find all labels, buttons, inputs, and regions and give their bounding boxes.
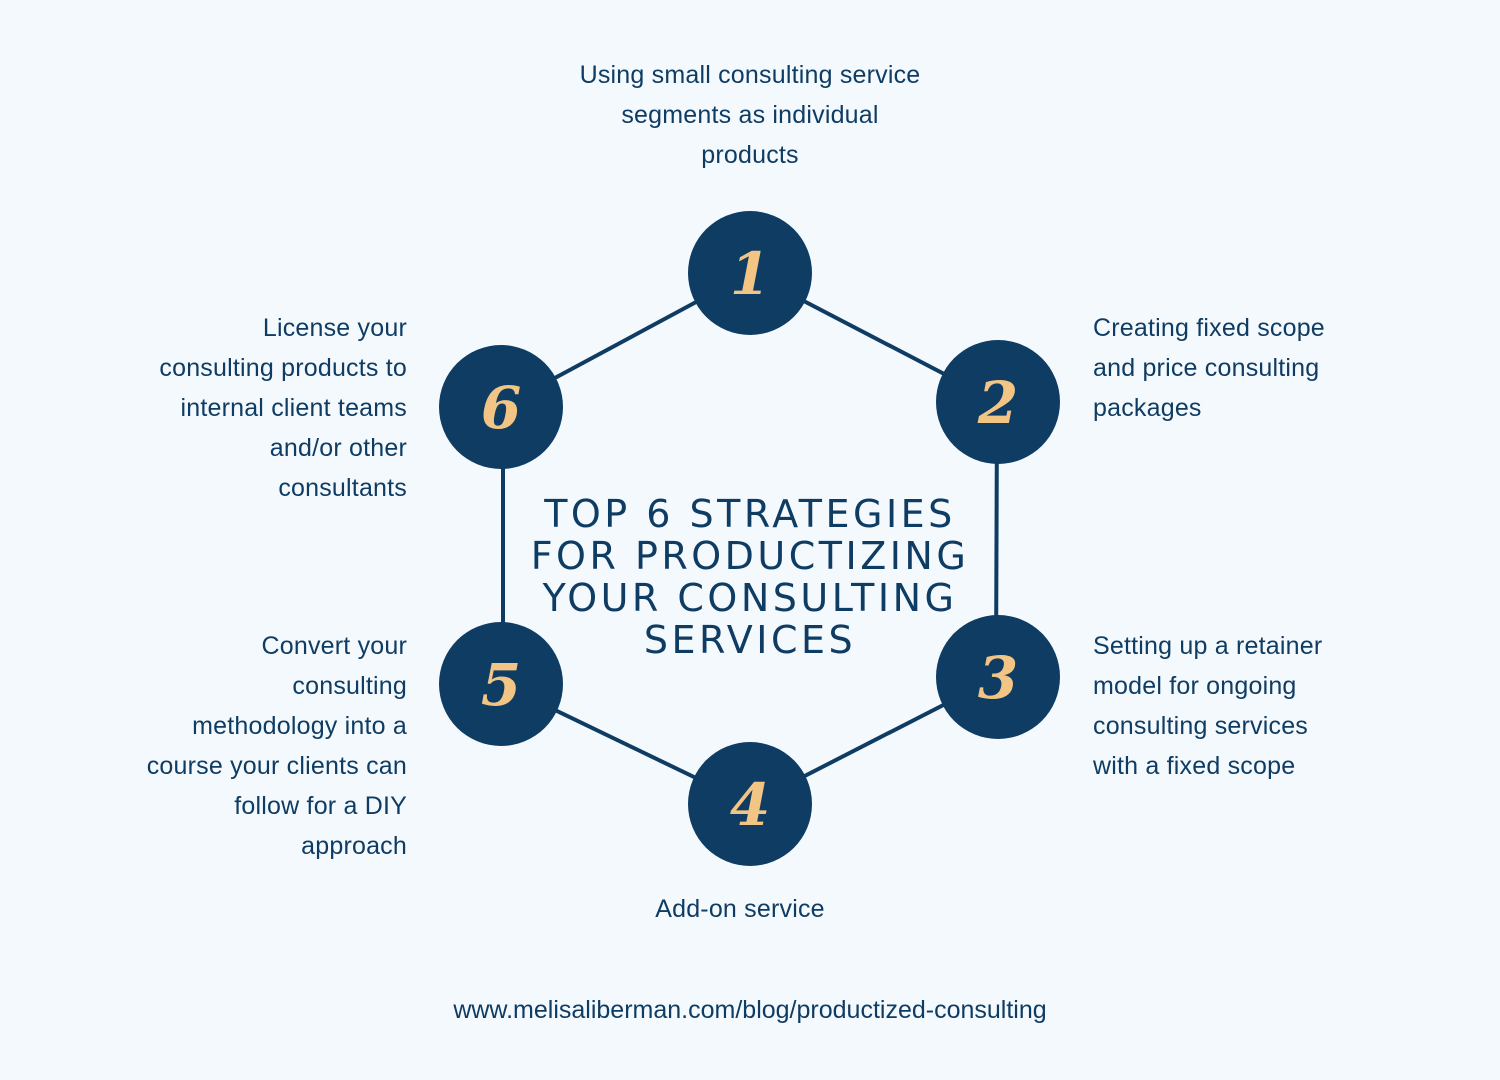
caption-line: consulting xyxy=(292,672,407,700)
node-5: 5 xyxy=(439,622,563,746)
caption-line: consulting products to xyxy=(159,354,407,382)
node-4-circle xyxy=(688,742,812,866)
caption-line: and price consulting xyxy=(1093,354,1320,382)
caption-line: consulting services xyxy=(1093,712,1309,740)
caption-line: and/or other xyxy=(269,434,407,462)
caption-line: products xyxy=(701,141,799,169)
node-6: 6 xyxy=(439,345,563,469)
title-line: Your Consulting xyxy=(542,576,958,621)
node-3-number: 3 xyxy=(978,644,1018,712)
node-3: 3 xyxy=(936,615,1060,739)
caption-line: Creating fixed scope xyxy=(1093,314,1325,342)
caption-line: Add-on service xyxy=(655,895,825,923)
node-6-circle xyxy=(439,345,563,469)
caption-line: approach xyxy=(301,832,407,860)
node-1: 1 xyxy=(688,211,812,335)
node-1-caption: Using small consulting service segments … xyxy=(500,55,1000,175)
node-1-circle xyxy=(688,211,812,335)
node-5-caption: Convert your consulting methodology into… xyxy=(60,626,407,866)
title-line: Top 6 Strategies xyxy=(544,492,956,537)
node-1-number: 1 xyxy=(730,240,770,308)
diagram-title: Top 6 Strategies for Productizing Your C… xyxy=(505,493,995,661)
node-4-number: 4 xyxy=(730,771,770,839)
source-url: www.melisaliberman.com/blog/productized-… xyxy=(453,996,1047,1024)
caption-line: course your clients can xyxy=(146,752,407,780)
node-3-caption: Setting up a retainer model for ongoing … xyxy=(1093,626,1413,786)
caption-line: consultants xyxy=(278,474,407,502)
caption-line: packages xyxy=(1093,394,1202,422)
caption-line: with a fixed scope xyxy=(1093,752,1296,780)
node-4-caption: Add-on service xyxy=(540,889,940,929)
caption-line: model for ongoing xyxy=(1093,672,1297,700)
caption-line: internal client teams xyxy=(180,394,407,422)
node-2-number: 2 xyxy=(977,369,1018,437)
node-6-caption: License your consulting products to inte… xyxy=(60,308,407,508)
node-5-circle xyxy=(439,622,563,746)
node-4: 4 xyxy=(688,742,812,866)
caption-line: follow for a DIY xyxy=(234,792,407,820)
caption-line: License your xyxy=(262,314,407,342)
node-6-number: 6 xyxy=(481,374,521,442)
node-5-number: 5 xyxy=(481,651,521,719)
title-line: Services xyxy=(643,618,857,663)
node-3-circle xyxy=(936,615,1060,739)
caption-line: segments as individual xyxy=(621,101,879,129)
title-line: for Productizing xyxy=(530,534,970,579)
caption-line: Convert your xyxy=(261,632,407,660)
caption-line: Setting up a retainer xyxy=(1093,632,1323,660)
caption-line: methodology into a xyxy=(192,712,407,740)
caption-line: Using small consulting service xyxy=(579,61,921,89)
node-2-circle xyxy=(936,340,1060,464)
node-2: 2 xyxy=(936,340,1060,464)
node-2-caption: Creating fixed scope and price consultin… xyxy=(1093,308,1413,428)
